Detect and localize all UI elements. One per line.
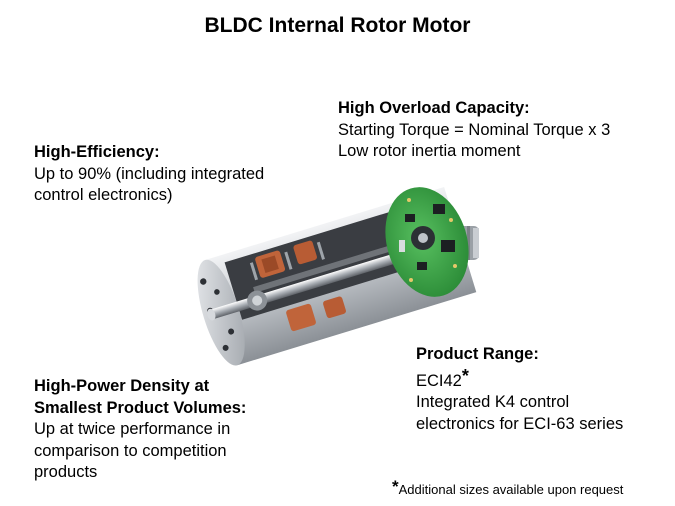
high-power-heading: High-Power Density at	[34, 377, 210, 395]
product-model-text: ECI42	[416, 371, 462, 390]
control-electronics-pcb	[385, 187, 469, 297]
high-power-line: comparison to competition	[34, 441, 227, 460]
footnote: *Additional sizes available upon request	[392, 477, 623, 497]
footnote-asterisk: *	[392, 477, 399, 496]
high-efficiency-line: control electronics)	[34, 186, 173, 204]
high-power-heading: Smallest Product Volumes:	[34, 398, 247, 417]
high-overload-line: Starting Torque = Nominal Torque x 3	[338, 120, 611, 139]
motor-cutaway-illustration	[197, 186, 479, 366]
high-efficiency-callout: High-Efficiency: Up to 90% (including in…	[34, 142, 264, 207]
stator-windings	[253, 240, 399, 332]
high-overload-line: Low rotor inertia moment	[338, 142, 521, 160]
product-range-callout: Product Range: ECI42* Integrated K4 cont…	[416, 344, 623, 435]
page-title: BLDC Internal Rotor Motor	[204, 14, 471, 37]
high-overload-heading: High Overload Capacity:	[338, 99, 530, 117]
product-range-heading: Product Range:	[416, 345, 539, 363]
high-power-line: Up at twice performance in	[34, 420, 231, 438]
product-range-model: ECI42*	[416, 366, 623, 393]
product-range-line: electronics for ECI-63 series	[416, 414, 624, 433]
high-overload-callout: High Overload Capacity: Starting Torque …	[338, 98, 610, 163]
lamination-stack	[249, 241, 325, 281]
product-range-line: Integrated K4 control	[416, 393, 570, 411]
high-efficiency-line: Up to 90% (including integrated	[34, 164, 265, 183]
high-efficiency-heading: High-Efficiency:	[34, 143, 160, 161]
asterisk-mark: *	[461, 365, 469, 386]
high-power-callout: High-Power Density at Smallest Product V…	[34, 376, 246, 484]
high-power-line: products	[34, 463, 98, 481]
footnote-text: Additional sizes available upon request	[398, 482, 624, 497]
